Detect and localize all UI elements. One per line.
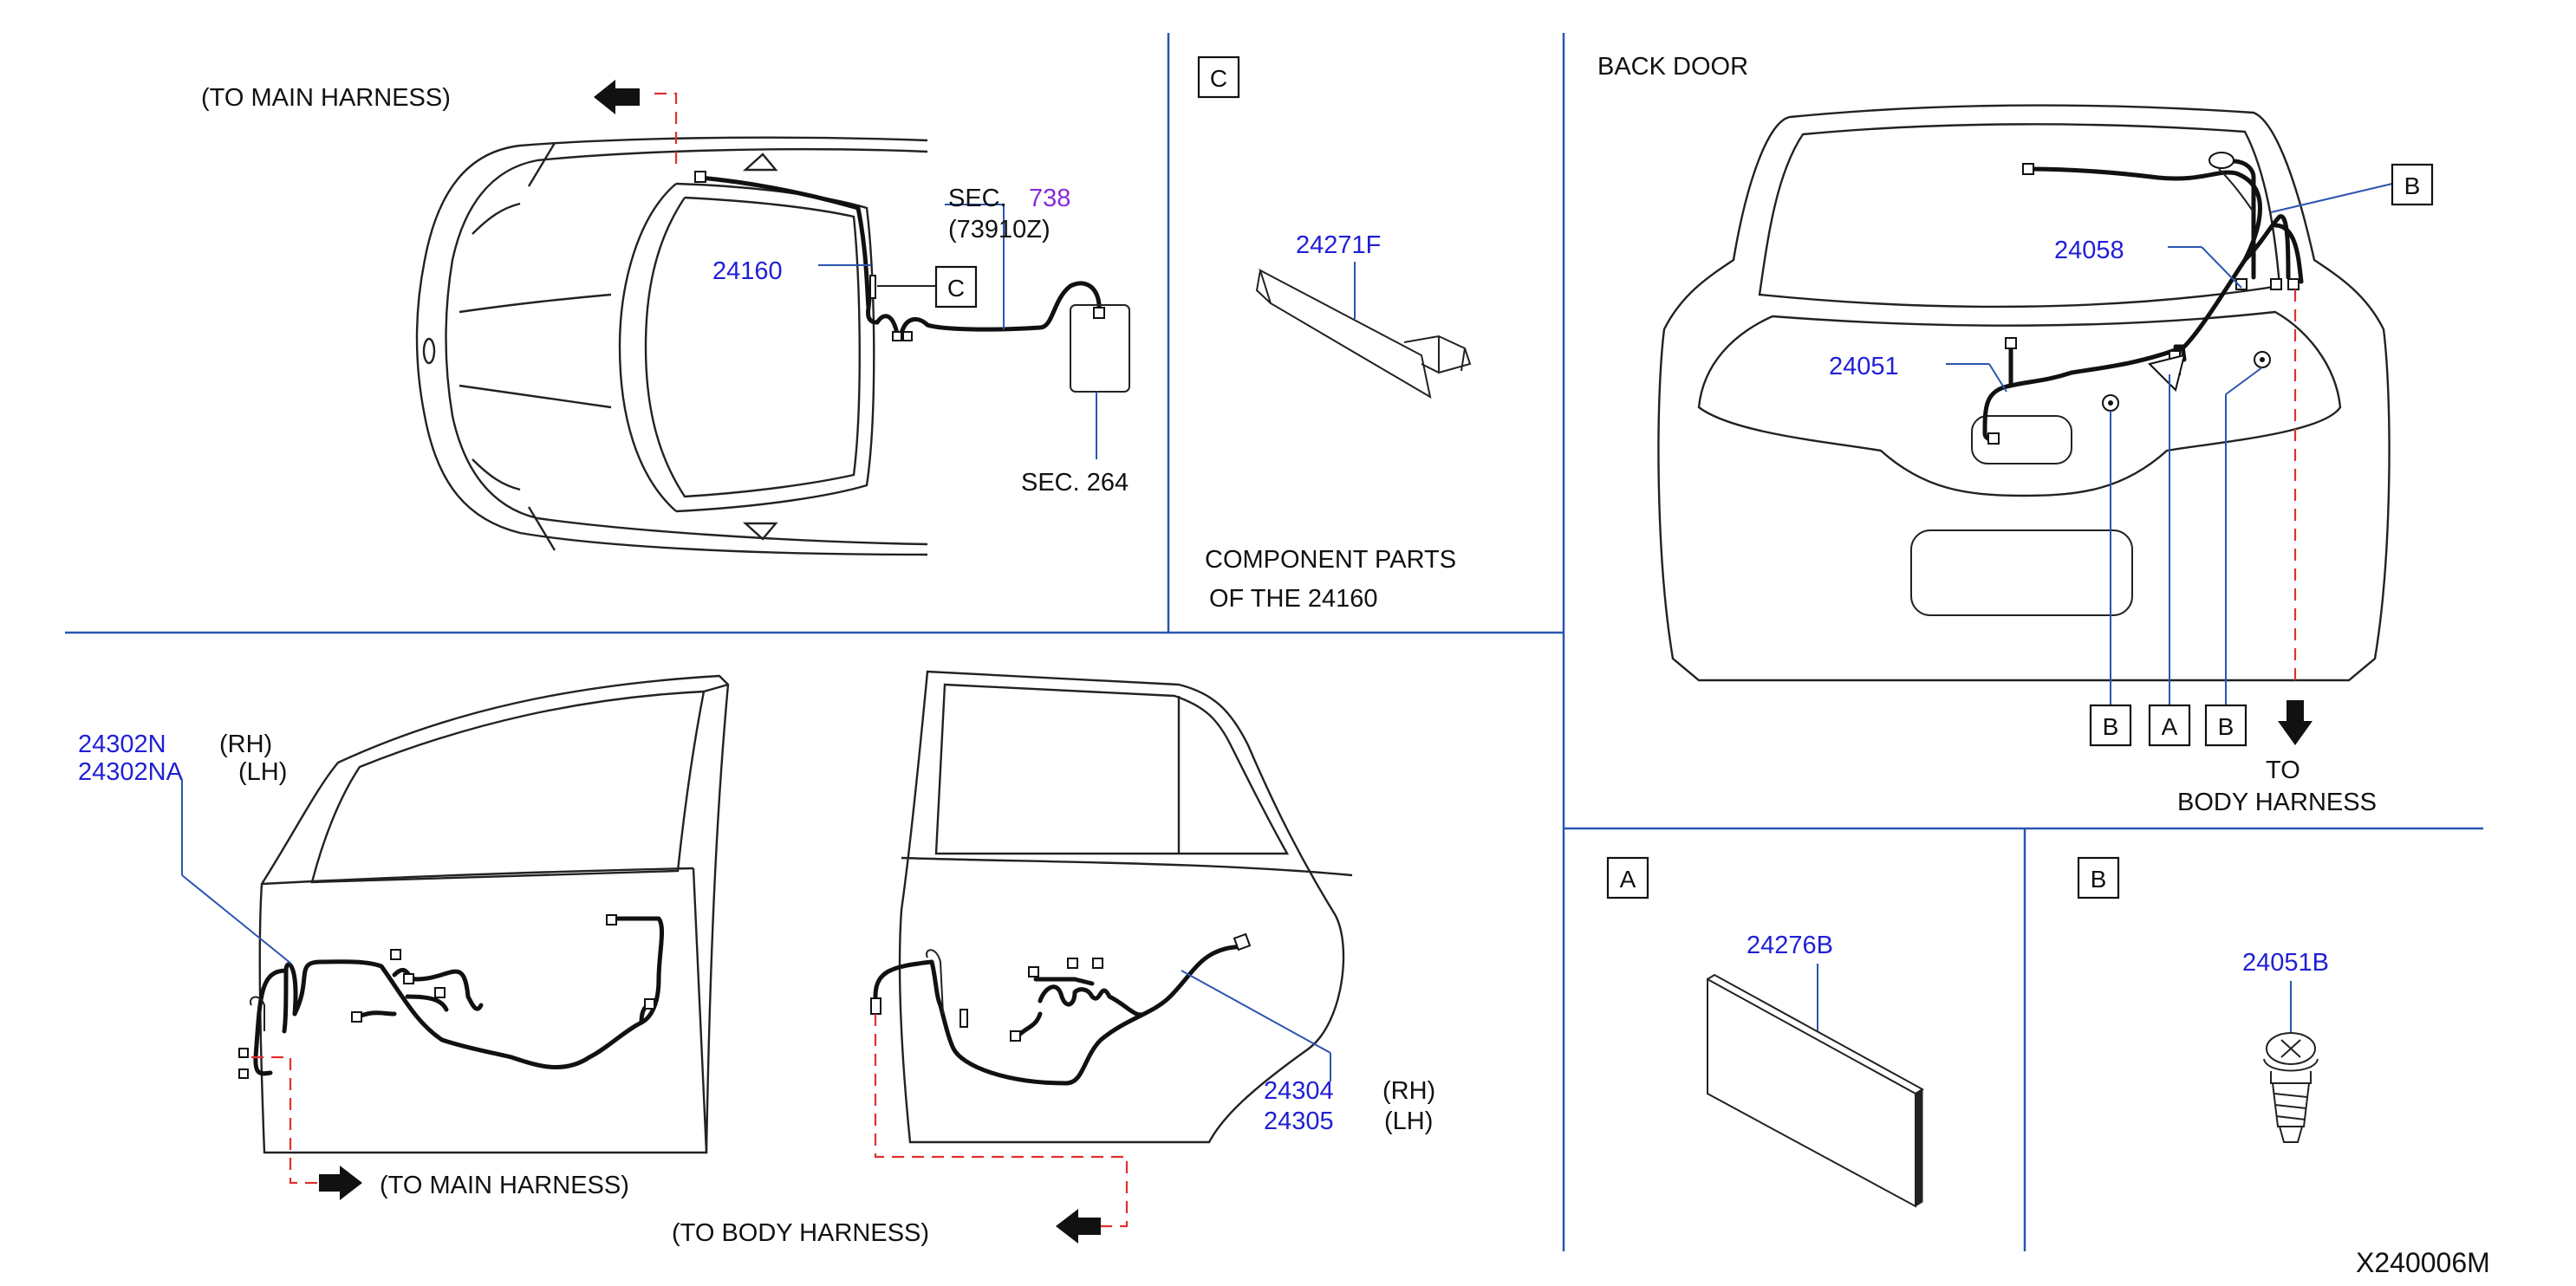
rh-label-1: (RH) xyxy=(219,731,272,758)
part-24302na-label: 24302NA xyxy=(78,758,184,786)
panel-a-tag: A xyxy=(1620,866,1636,893)
connector-front-top xyxy=(694,171,706,183)
callout-b-left-letter: B xyxy=(2103,713,2119,740)
front-door-view: 24302N 24302NA (RH) (LH) (TO MAIN HARNES… xyxy=(78,674,730,1200)
callout-a-letter: A xyxy=(2162,713,2178,740)
rh-label-2: (RH) xyxy=(1382,1077,1435,1105)
part-73910z-label: (73910Z) xyxy=(948,216,1051,244)
part-24051-label: 24051 xyxy=(1829,353,1899,380)
panel-a-tag-box xyxy=(1606,856,1649,900)
part-24271f-label: 24271F xyxy=(1296,231,1381,259)
part-24276b-label: 24276B xyxy=(1747,932,1833,959)
rear-plate-lamp-area xyxy=(1971,415,2072,464)
sec-738-number: 738 xyxy=(1029,185,1070,212)
panel-c-component: C 24271F COMPONENT PARTS OF THE 24160 xyxy=(1197,55,1472,613)
rear-door-view: 24304 24305 (RH) (LH) (TO BODY HARNESS) xyxy=(672,670,1435,1247)
callout-box-a xyxy=(2148,704,2191,747)
arrow-left-bottom-icon xyxy=(1056,1209,1101,1244)
part-24058-label: 24058 xyxy=(2054,237,2124,264)
arrow-right-icon xyxy=(319,1166,362,1200)
to-body-harness-label-bottom: (TO BODY HARNESS) xyxy=(672,1219,929,1247)
panel-c-tag-box xyxy=(1197,55,1240,99)
panel-b-tag-box xyxy=(2077,856,2120,900)
back-door-title: BACK DOOR xyxy=(1597,53,1748,81)
component-parts-line1: COMPONENT PARTS xyxy=(1205,546,1456,574)
to-body-harness-line1: TO xyxy=(2266,757,2300,784)
to-main-harness-label-top: (TO MAIN HARNESS) xyxy=(201,84,451,112)
panel-c-tag: C xyxy=(1210,65,1227,92)
panel-dividers xyxy=(65,33,2483,1251)
to-body-harness-line2: BODY HARNESS xyxy=(2177,789,2377,816)
part-24160-label: 24160 xyxy=(712,257,783,285)
callout-c-letter: C xyxy=(947,275,965,302)
part-24302n-label: 24302N xyxy=(78,731,166,758)
sec-264-unit xyxy=(1070,304,1130,393)
panel-b-component: B 24051B xyxy=(2077,856,2329,1143)
back-door-view: BACK DOOR xyxy=(1597,53,2434,816)
arrow-left-icon xyxy=(594,80,640,114)
lh-label-2: (LH) xyxy=(1384,1107,1433,1135)
part-24304-label: 24304 xyxy=(1264,1077,1334,1105)
diagram-id: X240006M xyxy=(2356,1247,2490,1278)
sec-264-label: SEC. 264 xyxy=(1021,469,1129,497)
pad-24276b xyxy=(1707,977,1916,1208)
to-main-harness-label-bottom: (TO MAIN HARNESS) xyxy=(380,1172,629,1199)
part-24305-label: 24305 xyxy=(1264,1107,1334,1135)
panel-a-component: A 24276B xyxy=(1606,856,1924,1208)
panel-b-tag: B xyxy=(2091,866,2107,893)
front-hood-view: C (TO MAIN HARNESS) SEC. 738 (73910Z) 24… xyxy=(201,80,1130,556)
callout-b-right-letter: B xyxy=(2218,713,2234,740)
callout-box-c xyxy=(934,265,978,309)
clip-bracket-24271f xyxy=(1259,268,1432,399)
callout-box-b-left xyxy=(2089,704,2132,747)
clip-fastener-24051b xyxy=(2263,1032,2319,1143)
part-24051b-label: 24051B xyxy=(2242,949,2329,977)
lh-label-1: (LH) xyxy=(238,758,287,786)
callout-box-b-top xyxy=(2391,163,2434,206)
sec-738-prefix: SEC. xyxy=(948,185,1007,212)
arrow-down-icon xyxy=(2278,700,2313,745)
callout-box-b-right xyxy=(2204,704,2247,747)
rear-bumper-recess xyxy=(1910,529,2133,616)
component-parts-line2: OF THE 24160 xyxy=(1209,585,1378,613)
callout-b-top-letter: B xyxy=(2404,172,2421,199)
